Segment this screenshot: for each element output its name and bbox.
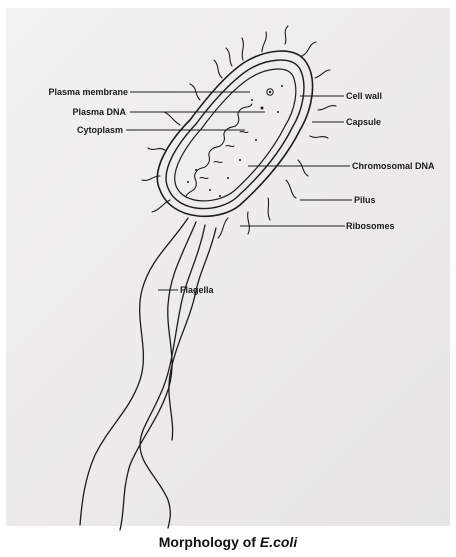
- label-ribosomes: Ribosomes: [346, 221, 395, 231]
- flagella: [80, 218, 216, 530]
- label-cytoplasm: Cytoplasm: [77, 125, 123, 135]
- label-plasma-membrane: Plasma membrane: [48, 87, 128, 97]
- label-flagella: Flagella: [180, 285, 215, 295]
- label-pilus: Pilus: [354, 195, 376, 205]
- caption-organism: E.coli: [260, 534, 297, 550]
- label-plasma-dna: Plasma DNA: [72, 107, 126, 117]
- label-capsule: Capsule: [346, 117, 381, 127]
- ribosomes: [187, 85, 283, 197]
- cell-wall-outline: [166, 60, 304, 209]
- caption-prefix: Morphology of: [159, 534, 260, 550]
- label-chromosomal-dna: Chromosomal DNA: [352, 161, 435, 171]
- diagram-caption: Morphology of E.coli: [0, 534, 456, 550]
- label-cell-wall: Cell wall: [346, 91, 382, 101]
- plasma-membrane-outline: [175, 69, 296, 201]
- chromosomal-dna: [186, 104, 252, 196]
